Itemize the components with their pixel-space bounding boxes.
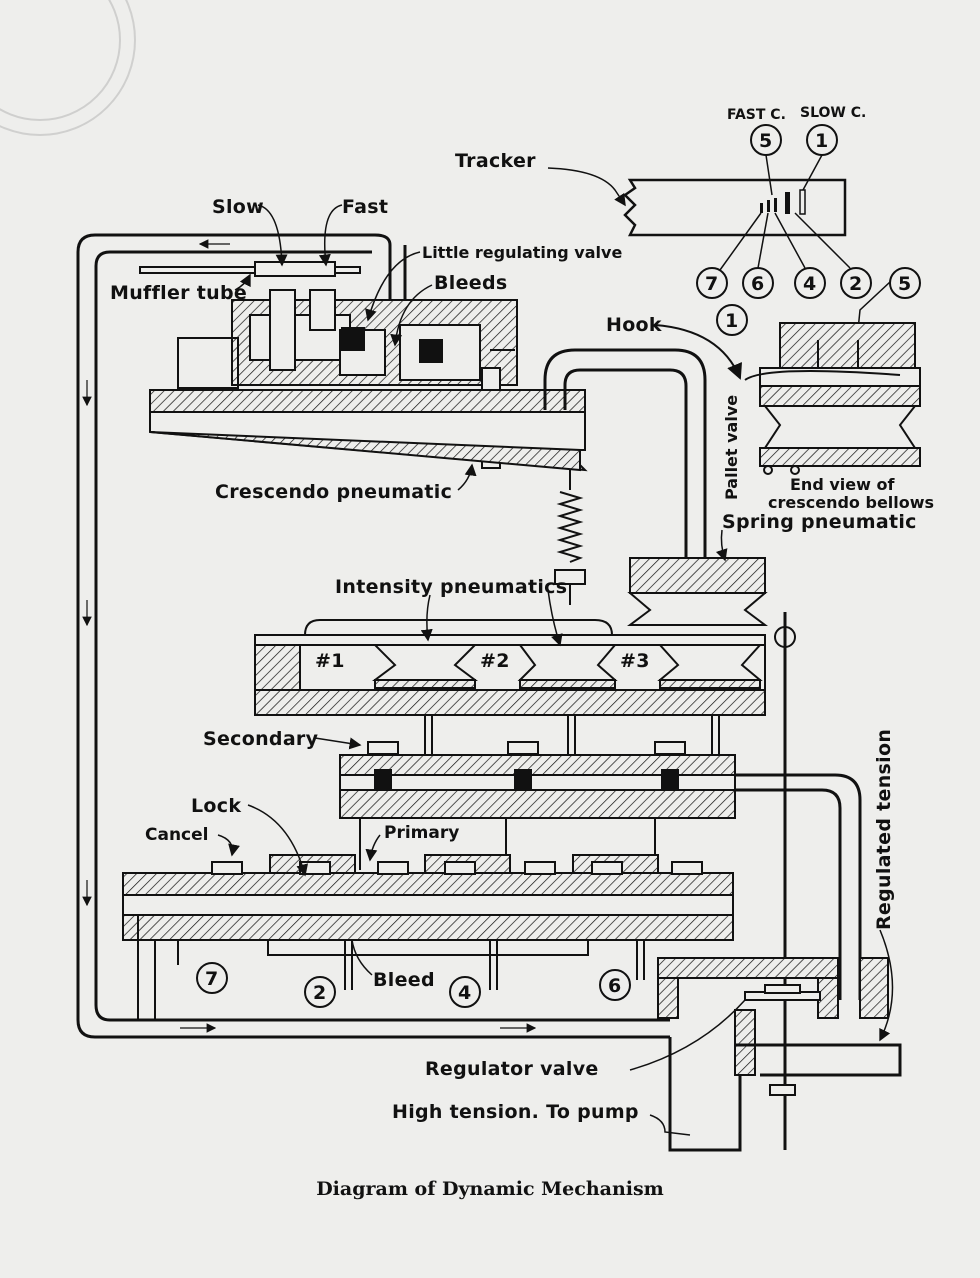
tracker-number: 6	[751, 273, 764, 295]
pneumatic-2-label: #2	[480, 650, 510, 672]
intensity-pneumatics-label: Intensity pneumatics	[335, 576, 567, 598]
pneumatic-1-label: #1	[315, 650, 345, 672]
spring-pneumatic	[627, 557, 768, 626]
fast-label: Fast	[342, 196, 388, 218]
intensity-block	[254, 612, 796, 1150]
crescendo-pneumatic-label: Crescendo pneumatic	[215, 481, 452, 503]
primary-block	[122, 854, 734, 1020]
secondary-block	[339, 741, 862, 1000]
tracker-label: Tracker	[455, 150, 536, 172]
hook-tube	[543, 348, 707, 560]
flow-arrows	[82, 239, 537, 1033]
bottom-numbers	[196, 962, 631, 1008]
bleed-label: Bleed	[373, 969, 435, 991]
tracker-number: 2	[849, 273, 862, 295]
pneumatic-3-label: #3	[620, 650, 650, 672]
little-regulating-valve-label: Little regulating valve	[422, 243, 622, 262]
regulator-box	[657, 957, 902, 1152]
pallet-valve-label: Pallet valve	[722, 395, 741, 500]
tracker-number: 5	[898, 273, 911, 295]
bottom-number: 6	[608, 975, 621, 997]
regulated-tension-label: Regulated tension	[873, 729, 895, 930]
tracker-number: 5	[759, 130, 772, 152]
tracker-number: 4	[803, 273, 816, 295]
muffler-tube-label: Muffler tube	[110, 282, 247, 304]
bottom-number: 7	[205, 968, 218, 990]
library-stamp	[0, 0, 136, 136]
secondary-label: Secondary	[203, 728, 319, 750]
tracker-bar	[547, 154, 906, 331]
high-tension-label: High tension. To pump	[392, 1101, 639, 1123]
slow-label: Slow	[212, 196, 264, 218]
end-view-bellows	[654, 322, 921, 475]
hook-label: Hook	[606, 314, 662, 336]
bleeds-label: Bleeds	[434, 272, 507, 294]
tracker-number: 7	[705, 273, 718, 295]
tracker-number: 1	[815, 130, 828, 152]
tracker-numbers	[696, 124, 921, 336]
cancel-label: Cancel	[145, 825, 208, 845]
end-view-label: crescendo bellows	[768, 493, 934, 512]
regulator-valve-label: Regulator valve	[425, 1058, 599, 1080]
end-view-number: 1	[725, 310, 738, 332]
slow-c-label: SLOW C.	[800, 105, 866, 121]
primary-label: Primary	[384, 823, 459, 843]
crescendo-pneumatic	[149, 389, 588, 472]
end-view-label: End view of	[790, 475, 895, 494]
figure-caption: Diagram of Dynamic Mechanism	[316, 1178, 664, 1200]
fast-c-label: FAST C.	[727, 107, 786, 123]
leader-lines	[217, 204, 894, 1136]
bottom-number: 2	[313, 982, 326, 1004]
dynamic-mechanism-diagram: Tracker FAST C. SLOW C. 5 1 7 6 4 2 5 1 …	[0, 0, 934, 1152]
spring	[554, 470, 586, 605]
bottom-number: 4	[458, 982, 471, 1004]
lock-label: Lock	[191, 795, 241, 817]
spring-pneumatic-label: Spring pneumatic	[722, 511, 917, 533]
